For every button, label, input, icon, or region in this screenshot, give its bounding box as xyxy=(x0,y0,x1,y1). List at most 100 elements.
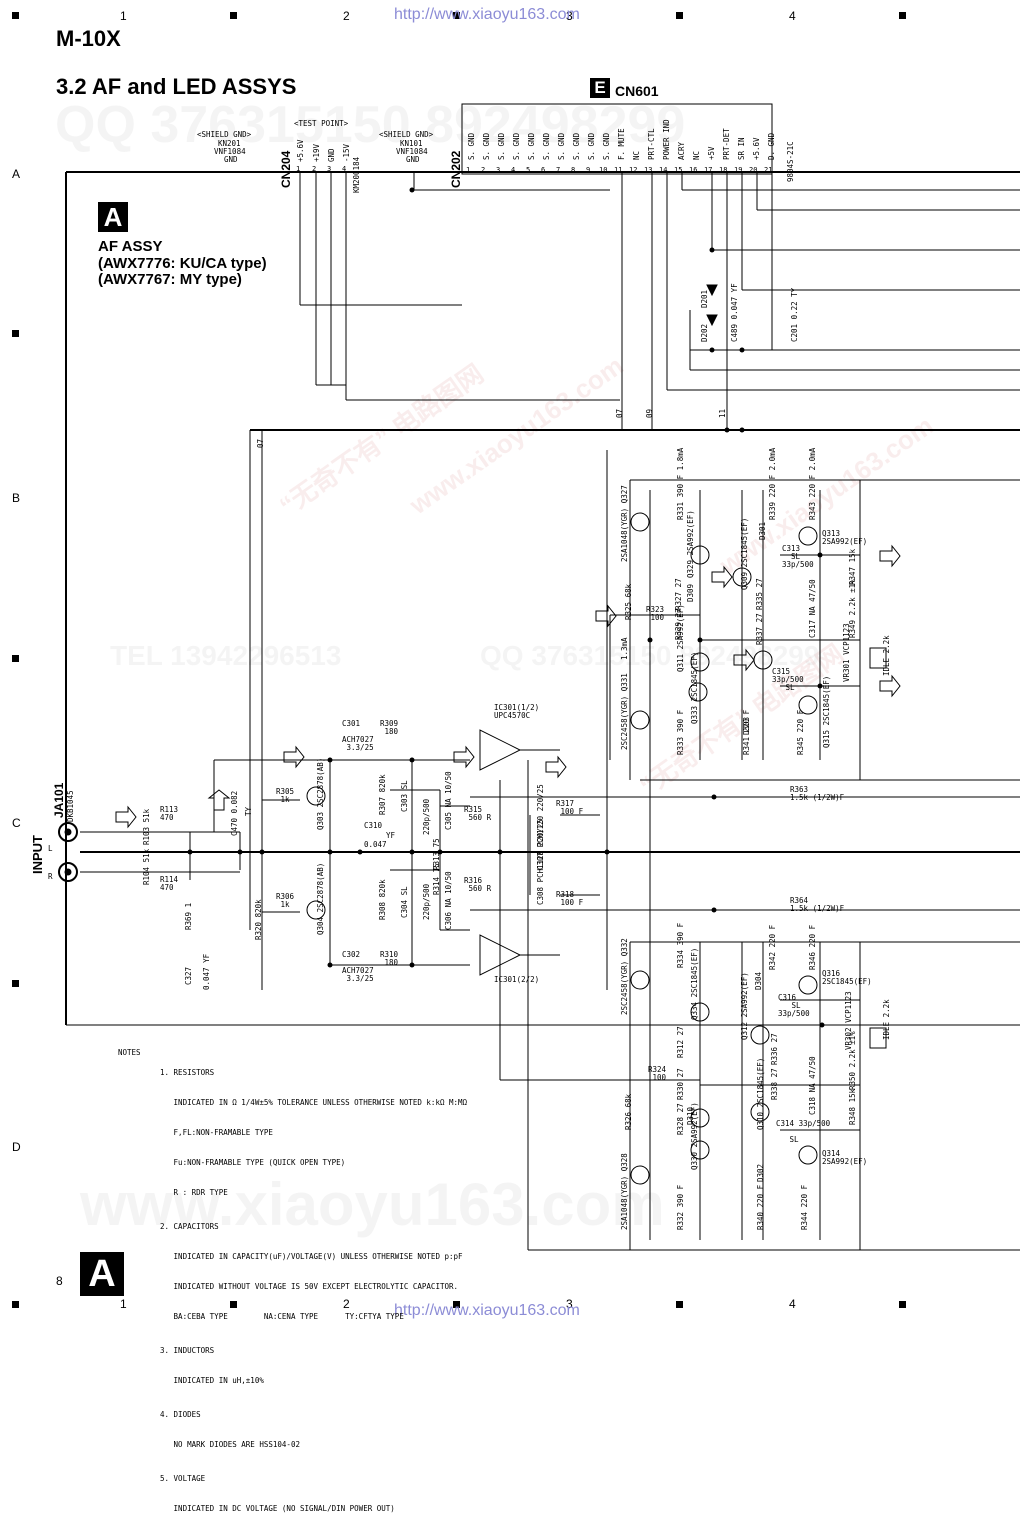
cn601-pin-9: 9 xyxy=(586,166,591,174)
r316-label: R316 560 R xyxy=(464,876,492,893)
q309-label: Q309 2SC1845(EF) xyxy=(740,517,749,590)
d301-label: D301 xyxy=(758,521,767,540)
r323-label: R323 100 xyxy=(646,605,665,622)
input-jack-r[interactable] xyxy=(58,862,78,882)
c310-label: C310 xyxy=(364,821,383,830)
r328-label: R328 27 xyxy=(676,1103,685,1135)
cn204-part: KM200184 xyxy=(352,156,361,193)
r336-label: R336 27 xyxy=(770,1033,779,1065)
c303-value: 220p/500 xyxy=(422,798,431,835)
cn601-pin-11-label: F. MUTE xyxy=(617,128,626,160)
cn601-pin-13-label: PRT-CTL xyxy=(647,128,656,160)
q312-label: Q312 2SA992(EF) xyxy=(740,972,749,1040)
r339-label: R339 220 F 2.0mA xyxy=(768,447,777,520)
d202-label: D202 xyxy=(700,323,709,342)
r315-label: R315 560 R xyxy=(464,805,492,822)
c308-label: C308 PCH1120 220/25 xyxy=(536,819,545,905)
note-line: INDICATED IN Ω 1/4W±5% TOLERANCE UNLESS … xyxy=(160,1098,468,1107)
c314-label: C314 33p/500 SL xyxy=(776,1119,831,1144)
grid-row-b: B xyxy=(12,491,21,505)
note-line: INDICATED IN DC VOLTAGE (NO SIGNAL/DIN P… xyxy=(160,1504,395,1513)
c317-label: C317 NA 47/50 xyxy=(808,579,817,638)
cn601-pin-15-label: ACRY xyxy=(677,141,686,160)
input-jack-l[interactable] xyxy=(58,822,78,842)
cn601-pin-10: 10 xyxy=(599,166,608,174)
jack-l-label: L xyxy=(48,844,53,853)
jack-label: JA101 xyxy=(52,782,66,818)
kn101-label: KN101 xyxy=(400,139,423,148)
d302-label: D302 xyxy=(756,1163,765,1182)
url-bottom[interactable]: http://www.xiaoyu163.com xyxy=(394,1302,580,1319)
cn601-pin-4: 4 xyxy=(511,166,516,174)
grid-col-4: 4 xyxy=(789,9,796,23)
cn601-pin-20-label: +5.6V xyxy=(752,137,761,160)
assy-badge: A xyxy=(98,202,128,232)
note-line: 4. DIODES xyxy=(160,1410,201,1419)
grid-marker xyxy=(12,1301,19,1308)
grid-marker xyxy=(12,12,19,19)
grid-marker xyxy=(230,1301,237,1308)
cn204-shield-label: <SHIELD GND> xyxy=(197,130,252,139)
r369-label: R369 1 xyxy=(184,902,193,930)
r345-label: R345 220 F xyxy=(796,709,805,755)
r338-label: R338 27 xyxy=(770,1068,779,1100)
cn601-pin-8: 8 xyxy=(571,166,576,174)
r335-label: R335 27 xyxy=(755,578,764,610)
kn201-part: VNF1084 xyxy=(214,147,246,156)
kn201-gnd: GND xyxy=(224,155,238,164)
cn601-pin-16: 16 xyxy=(689,166,698,174)
q329-label: Q329 2SA992(EF) xyxy=(686,510,695,578)
d309-label: D309 xyxy=(686,583,695,602)
c304-label: C304 SL xyxy=(400,886,409,918)
cn601-pin-1: 1 xyxy=(466,166,471,174)
grid-row-c: C xyxy=(12,816,21,830)
current-1-3ma: 1.3mA xyxy=(620,637,629,660)
cn601-pin-17-label: +5V xyxy=(707,146,716,160)
grid-marker xyxy=(12,980,19,987)
cn204-pin-1: 1 xyxy=(296,165,301,173)
cn601-pin-15: 15 xyxy=(674,166,683,174)
r340-label: R340 220 F xyxy=(756,1184,765,1230)
assy-line-2: (AWX7767: MY type) xyxy=(98,271,242,288)
cn601-pin-3-label: S. GND xyxy=(497,132,506,160)
q311-label: Q311 2SA992(EF) xyxy=(676,604,685,672)
c470-label: C470 0.082 xyxy=(230,790,239,836)
q330-label: Q330 2SA992(EF) xyxy=(690,1102,699,1170)
d201-label: D201 xyxy=(700,289,709,308)
r331-label: R331 390 F 1.8mA xyxy=(676,447,685,520)
url-top[interactable]: http://www.xiaoyu163.com xyxy=(394,6,580,23)
footer-badge: A xyxy=(80,1252,124,1296)
note-line: BA:CEBA TYPE NA:CENA TYPE TY:CFTYA TYPE xyxy=(160,1312,404,1321)
r330-label: R330 27 xyxy=(676,1068,685,1100)
connector-e-badge: E xyxy=(590,78,610,98)
cn601-pin-7-label: S. GND xyxy=(557,132,566,160)
section-title: 3.2 AF and LED ASSYS xyxy=(56,74,297,99)
grid-col-1: 1 xyxy=(120,9,127,23)
r344-label: R344 220 F xyxy=(800,1184,809,1230)
note-line: INDICATED IN uH,±10% xyxy=(160,1376,264,1385)
grid-marker xyxy=(453,1301,460,1308)
cn204-pin-4: 4 xyxy=(342,165,347,173)
c201-label: C201 0.22 TY xyxy=(790,287,799,342)
r305-label: R305 1k xyxy=(276,787,295,804)
c489-label: C489 0.047 YF xyxy=(730,283,739,342)
watermark-qq-top: QQ 376315150 892498299 xyxy=(55,95,685,155)
c470-type: TY xyxy=(244,806,253,816)
r318-label: R318 100 F xyxy=(556,890,584,907)
grid-marker xyxy=(453,12,460,19)
jack-r-label: R xyxy=(48,872,53,881)
r332-label: R332 390 F xyxy=(676,1184,685,1230)
net-label-09: 09 xyxy=(645,408,654,418)
notes-heading: NOTES xyxy=(118,1048,141,1057)
q315-label: Q315 2SC1845(EF) xyxy=(822,675,831,748)
grid-marker xyxy=(12,330,19,337)
c327-label: C327 xyxy=(184,966,193,985)
cn601-pin-9-label: S. GND xyxy=(587,132,596,160)
cn601-pin-18-label: PRT-DET xyxy=(722,128,731,160)
r308-label: R308 820k xyxy=(378,879,387,920)
